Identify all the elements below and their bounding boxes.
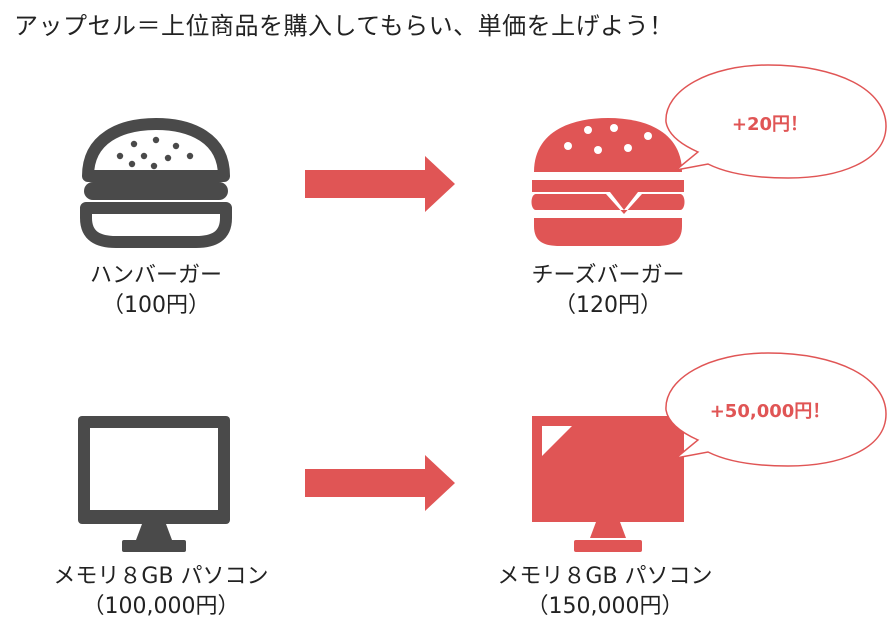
product-name-pc-basic: メモリ８GB パソコン <box>53 564 269 589</box>
price-increase-badge: +50,000円！ <box>709 401 831 422</box>
speech-bubble <box>665 352 887 467</box>
hamburger-icon <box>80 118 232 248</box>
monitor-icon <box>532 416 684 552</box>
arrow-right-icon <box>305 156 455 212</box>
product-price-pc-basic: （100,000円） <box>82 594 240 619</box>
product-name-hamburger: ハンバーガー <box>89 263 222 288</box>
product-name-cheeseburger: チーズバーガー <box>531 263 685 288</box>
price-increase-badge: +20円！ <box>731 114 809 135</box>
product-price-hamburger: （100円） <box>102 293 210 318</box>
cheeseburger-icon <box>531 118 685 246</box>
product-name-pc-upgraded: メモリ８GB パソコン <box>497 564 713 589</box>
arrow-right-icon <box>305 455 455 511</box>
product-price-cheeseburger: （120円） <box>554 293 662 318</box>
speech-bubble <box>665 64 887 179</box>
monitor-icon <box>78 416 230 552</box>
page-title: アップセル＝上位商品を購入してもらい、単価を上げよう！ <box>14 12 674 40</box>
product-price-pc-upgraded: （150,000円） <box>526 594 684 619</box>
